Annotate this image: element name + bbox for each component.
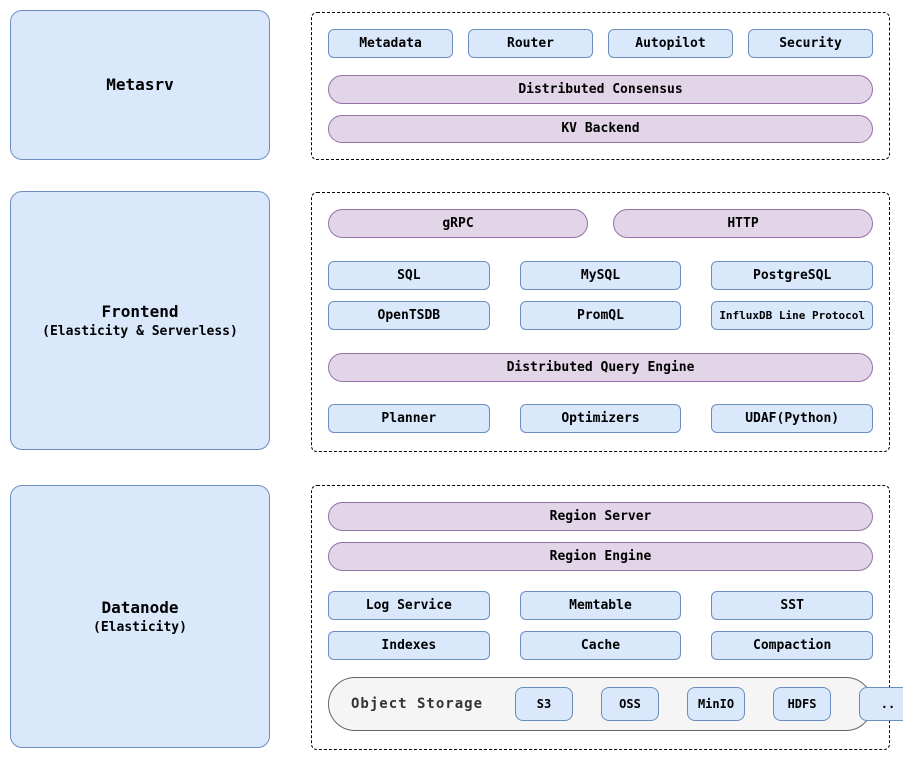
box-minio: MinIO: [687, 687, 746, 721]
pill-region-server: Region Server: [328, 502, 873, 531]
frontend-label: Frontend: [101, 301, 179, 321]
box-memtable: Memtable: [519, 591, 682, 620]
box-other-storage: ..: [859, 687, 903, 721]
frontend-query-row2: OpenTSDB PromQL InfluxDB Line Protocol: [328, 301, 873, 330]
datanode-block: Datanode (Elasticity): [10, 485, 270, 748]
box-compaction: Compaction: [711, 631, 873, 660]
box-udaf-python: UDAF(Python): [711, 404, 873, 433]
box-log-service: Log Service: [328, 591, 490, 620]
box-oss: OSS: [601, 687, 660, 721]
datanode-sublabel: (Elasticity): [93, 619, 187, 635]
pill-kv-backend: KV Backend: [328, 114, 873, 143]
datanode-label: Datanode: [101, 597, 179, 617]
datanode-group: Region Server Region Engine Log Service …: [311, 485, 903, 750]
box-router: Router: [468, 29, 593, 58]
frontend-engine-row: Planner Optimizers UDAF(Python): [328, 404, 873, 433]
pill-distributed-consensus: Distributed Consensus: [328, 75, 873, 104]
pill-grpc: gRPC: [328, 209, 588, 238]
frontend-protocols-row: gRPC HTTP: [328, 209, 873, 238]
frontend-sublabel: (Elasticity & Serverless): [42, 323, 238, 339]
metasrv-label: Metasrv: [106, 75, 174, 94]
box-sst: SST: [711, 591, 873, 620]
box-cache: Cache: [519, 631, 682, 660]
frontend-block: Frontend (Elasticity & Serverless): [10, 191, 270, 450]
datanode-components-row1: Log Service Memtable SST: [328, 591, 873, 620]
box-autopilot: Autopilot: [608, 29, 733, 58]
box-mysql: MySQL: [519, 261, 682, 290]
box-opentsdb: OpenTSDB: [328, 301, 490, 330]
box-postgresql: PostgreSQL: [711, 261, 873, 290]
box-hdfs: HDFS: [773, 687, 832, 721]
metasrv-group: Metadata Router Autopilot Security Distr…: [311, 12, 890, 160]
pill-http: HTTP: [613, 209, 873, 238]
box-influxdb-line-protocol: InfluxDB Line Protocol: [711, 301, 873, 330]
box-sql: SQL: [328, 261, 490, 290]
box-security: Security: [748, 29, 873, 58]
box-promql: PromQL: [519, 301, 682, 330]
pill-distributed-query-engine: Distributed Query Engine: [328, 353, 873, 382]
frontend-query-row1: SQL MySQL PostgreSQL: [328, 261, 873, 290]
object-storage-bar: Object Storage S3 OSS MinIO HDFS ..: [328, 677, 903, 731]
datanode-components-row2: Indexes Cache Compaction: [328, 631, 873, 660]
box-planner: Planner: [328, 404, 490, 433]
frontend-group: gRPC HTTP SQL MySQL PostgreSQL OpenTSDB …: [311, 192, 890, 452]
metasrv-block: Metasrv: [10, 10, 270, 160]
object-storage-label: Object Storage: [351, 696, 484, 712]
box-metadata: Metadata: [328, 29, 453, 58]
metasrv-components-row: Metadata Router Autopilot Security: [328, 29, 873, 58]
box-indexes: Indexes: [328, 631, 490, 660]
box-optimizers: Optimizers: [519, 404, 682, 433]
pill-region-engine: Region Engine: [328, 542, 873, 571]
box-s3: S3: [515, 687, 574, 721]
